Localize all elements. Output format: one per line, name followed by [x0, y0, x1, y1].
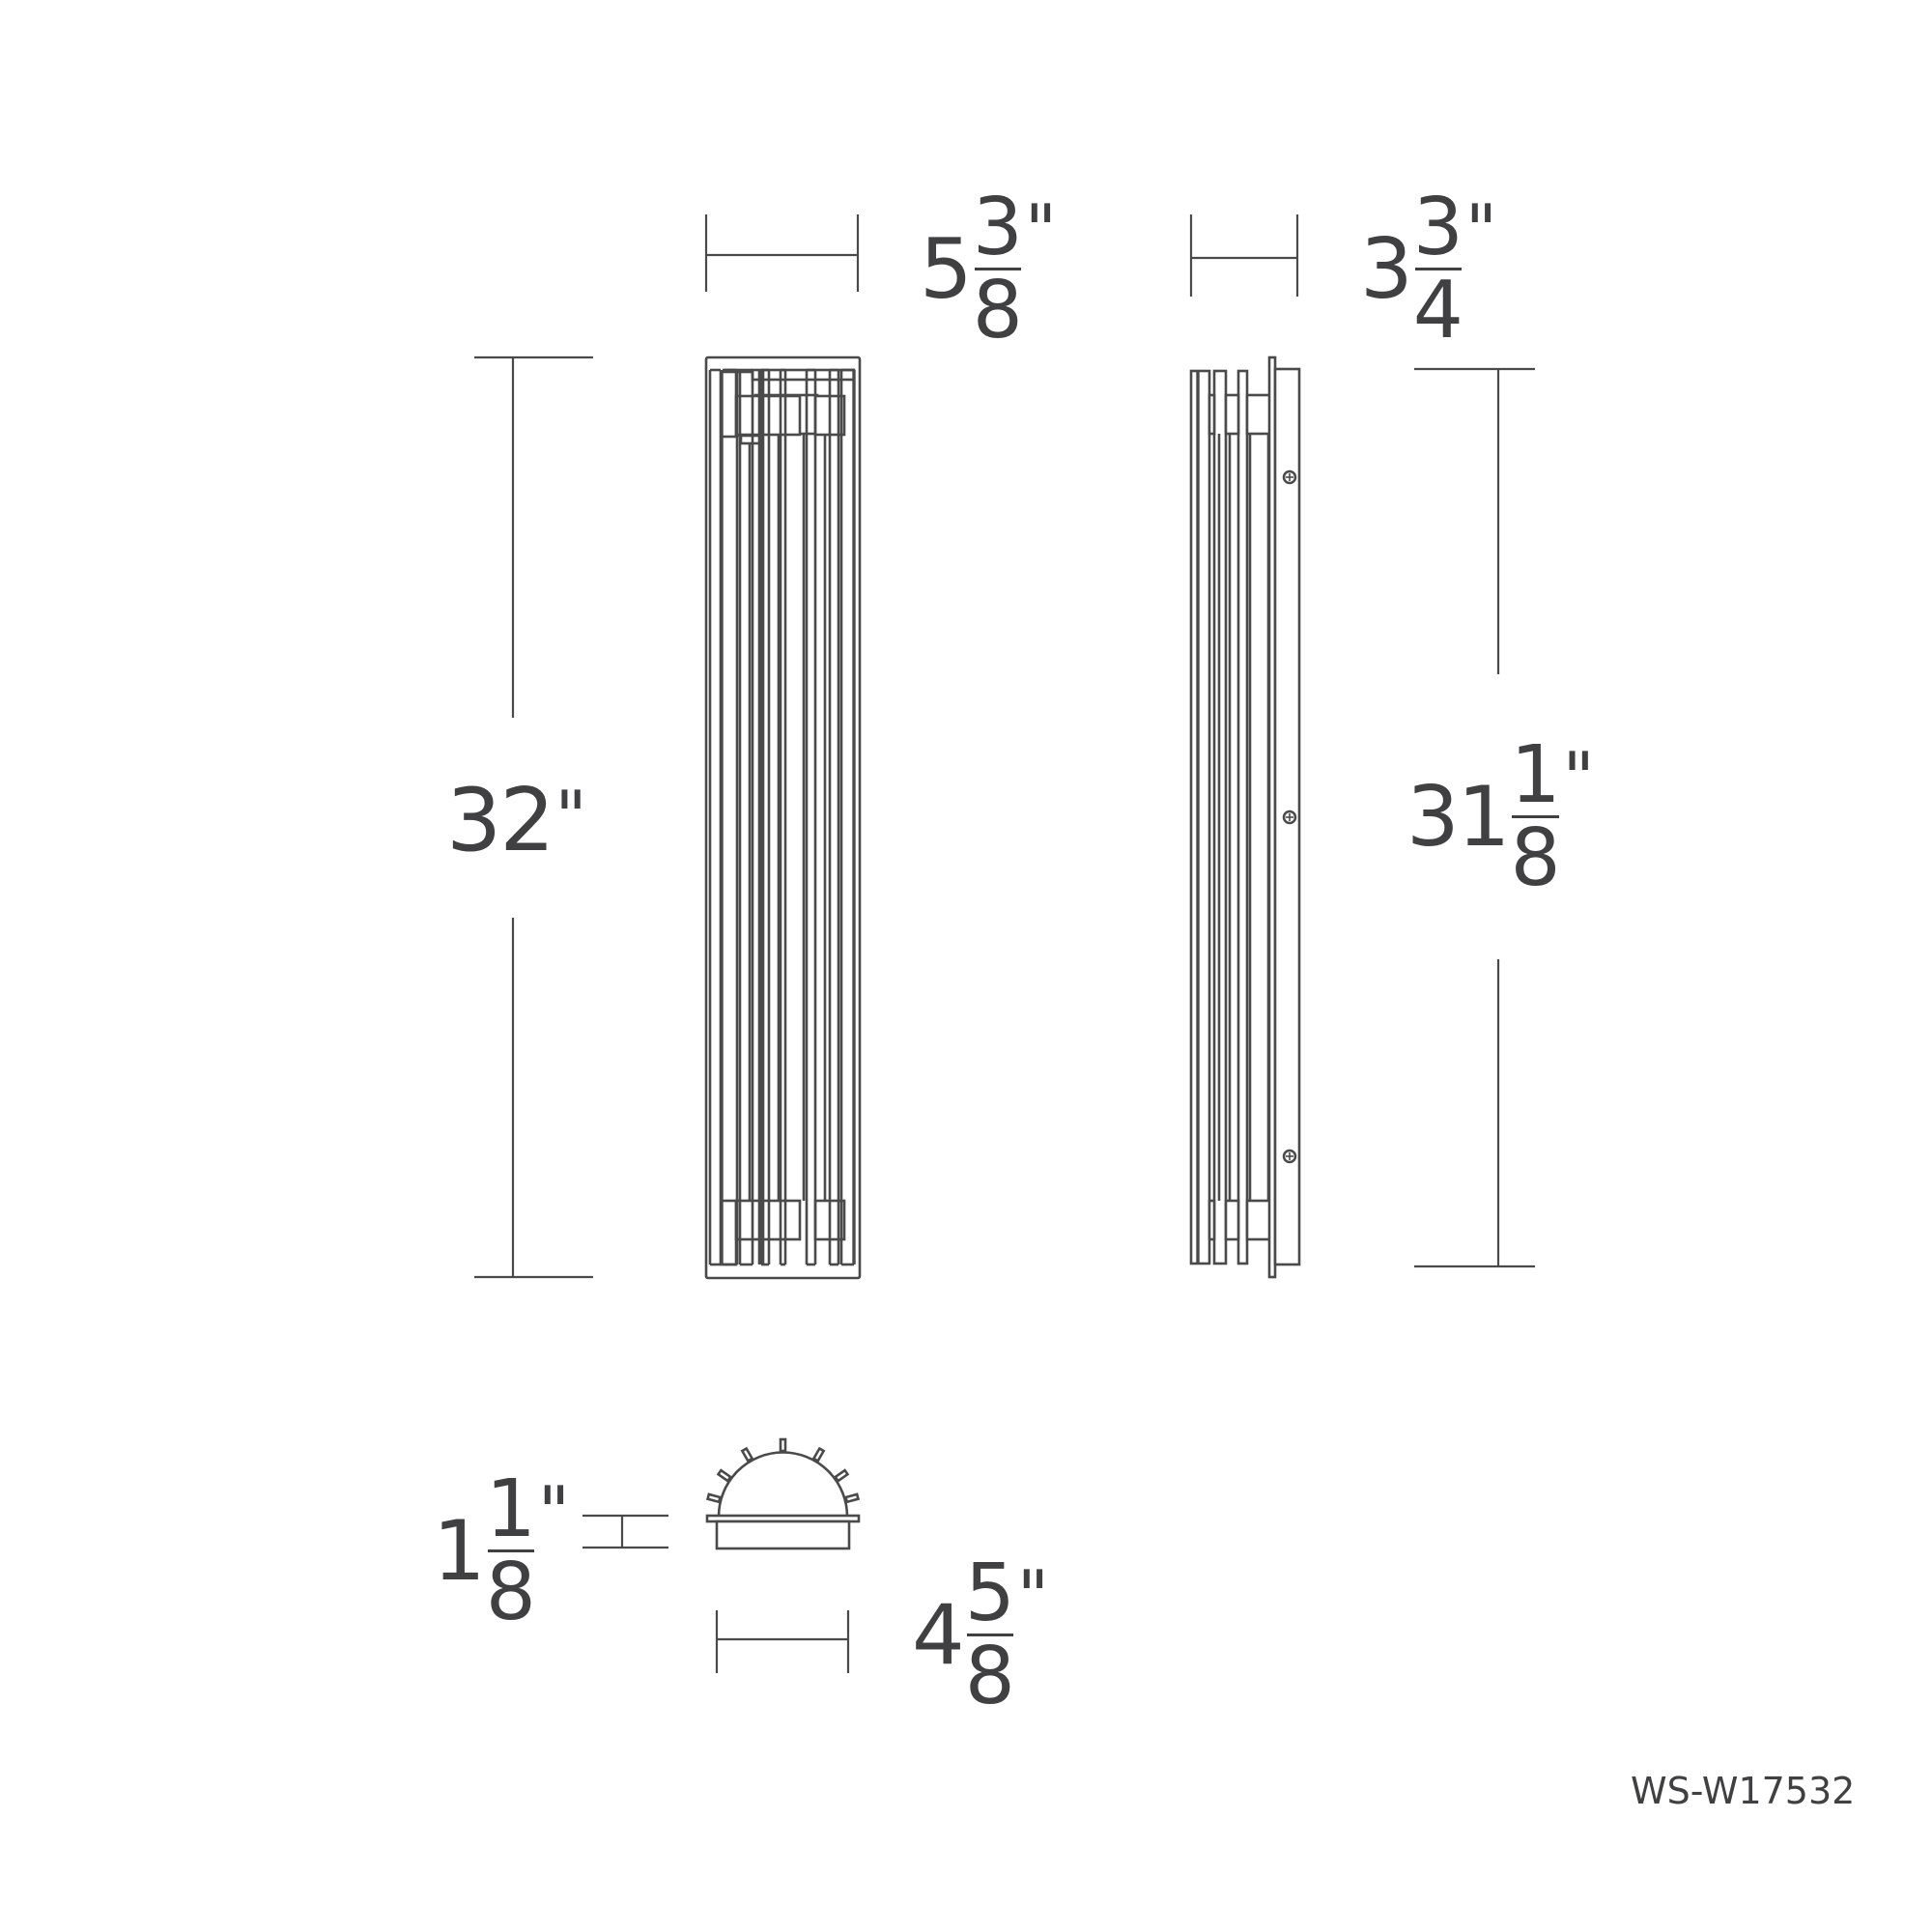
mounting-screw-icon [1282, 1149, 1297, 1164]
side-view [1189, 355, 1301, 1279]
model-number: WS-W17532 [1631, 1770, 1856, 1812]
fraction-bar [1512, 815, 1559, 819]
whole-number: 3 [1360, 220, 1413, 318]
top-width-dimension-line [715, 1610, 850, 1673]
inch-mark: " [1016, 1555, 1050, 1636]
numerator: 5 [964, 1548, 1015, 1639]
whole-number: 4 [912, 1586, 965, 1684]
denominator: 4 [1412, 265, 1463, 357]
fraction-bar [487, 1549, 534, 1553]
denominator: 8 [972, 265, 1023, 357]
inch-mark: " [554, 776, 587, 857]
denominator: 8 [964, 1631, 1015, 1723]
front-height-label: 32" [446, 778, 587, 865]
fraction-bar [974, 268, 1021, 271]
inch-mark: " [537, 1471, 571, 1552]
denominator: 8 [1510, 812, 1561, 905]
side-height-dimension-line [1414, 367, 1535, 1268]
side-depth-dimension-line [1189, 214, 1299, 297]
whole-number: 1 [433, 1502, 486, 1600]
numerator: 3 [972, 182, 1023, 273]
front-height-dimension-line [474, 355, 593, 1279]
front-view [704, 355, 862, 1280]
inch-mark: " [1464, 189, 1498, 270]
top-depth-dimension-line [582, 1514, 668, 1549]
whole-number: 31 [1406, 768, 1510, 866]
front-width-dimension-line [704, 214, 860, 292]
mounting-screw-icon [1282, 810, 1297, 825]
top-view [705, 1437, 861, 1550]
fraction-bar [1414, 268, 1462, 271]
inch-mark: " [1024, 189, 1058, 270]
numerator: 1 [485, 1463, 536, 1555]
denominator: 8 [485, 1547, 536, 1639]
fraction-bar [966, 1634, 1013, 1637]
whole-number: 32 [446, 770, 555, 871]
whole-number: 5 [920, 220, 973, 318]
inch-mark: " [1562, 737, 1595, 818]
numerator: 1 [1510, 729, 1561, 821]
mounting-screw-icon [1282, 469, 1297, 485]
numerator: 3 [1412, 182, 1463, 273]
